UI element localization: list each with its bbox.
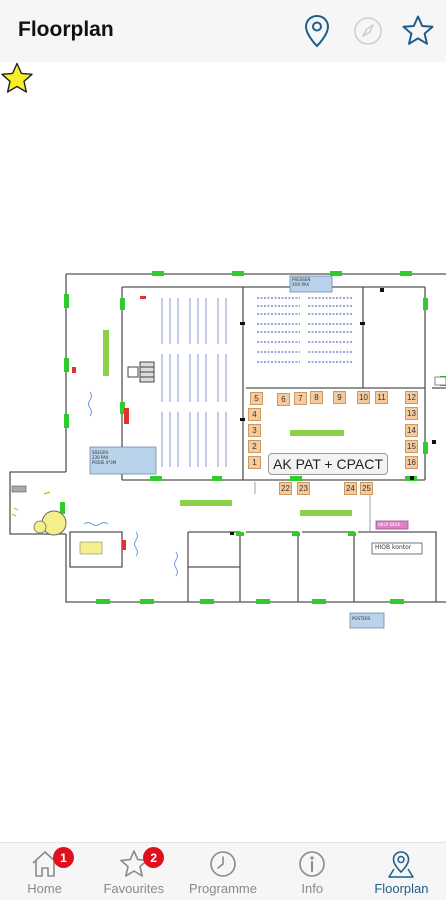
map-pin-icon	[388, 851, 415, 878]
app-header: Floorplan	[0, 0, 446, 62]
booth[interactable]: 6	[277, 393, 290, 406]
hiob-office-label: HIOB kontor	[375, 544, 412, 551]
booth[interactable]: 22	[279, 482, 292, 495]
booth[interactable]: 11	[375, 391, 388, 404]
clock-icon	[210, 851, 236, 877]
star-outline-icon	[402, 15, 434, 45]
booth[interactable]: 3	[248, 424, 261, 437]
posters-label: POSTERS	[352, 616, 371, 621]
booth[interactable]: 12	[405, 391, 418, 404]
favourite-location-star-icon[interactable]	[0, 62, 34, 96]
booth[interactable]: 5	[250, 392, 263, 405]
booth[interactable]: 25	[360, 482, 373, 495]
tab-info[interactable]: Info	[268, 843, 357, 900]
page-title: Floorplan	[18, 18, 114, 41]
tab-label: Favourites	[103, 881, 165, 896]
booth[interactable]: 7	[294, 392, 307, 405]
favourite-star-button[interactable]	[401, 13, 435, 49]
booth[interactable]: 8	[310, 391, 323, 404]
booth[interactable]: 10	[357, 391, 370, 404]
location-callout[interactable]: AK PAT + CPACT	[268, 453, 388, 475]
tab-home[interactable]: 1 Home	[0, 843, 89, 900]
tab-floorplan[interactable]: Floorplan	[357, 843, 446, 900]
compass-icon	[354, 17, 382, 45]
location-pin-button[interactable]	[300, 13, 334, 49]
tab-programme[interactable]: Programme	[178, 843, 267, 900]
bottom-tab-bar: 1 Home 2 Favourites Programme Info Floor…	[0, 842, 446, 900]
booth[interactable]: 16	[405, 456, 418, 469]
press-room-label: PRESSEN XXX PAX	[292, 277, 311, 287]
help-desk-label: HELP DESK	[378, 522, 401, 527]
booth[interactable]: 13	[405, 407, 418, 420]
home-badge: 1	[53, 847, 74, 868]
booth[interactable]: 2	[248, 440, 261, 453]
tab-label: Floorplan	[374, 881, 429, 896]
booth[interactable]: 15	[405, 440, 418, 453]
booth[interactable]: 23	[297, 482, 310, 495]
booth[interactable]: 4	[248, 408, 261, 421]
booth[interactable]: 1	[248, 456, 261, 469]
stage-room-label: SREGRA 230 PAX PODIE 4*3M	[92, 450, 117, 465]
compass-button[interactable]	[351, 13, 385, 49]
favourites-badge: 2	[143, 847, 165, 868]
booth[interactable]: 14	[405, 424, 418, 437]
info-icon	[299, 851, 326, 877]
tab-label: Programme	[189, 881, 257, 896]
floorplan-map[interactable]: 5 6 7 8 9 10 11 12 4 13 3 14 2 15 1 16 2…	[0, 62, 446, 842]
home-icon	[32, 851, 58, 877]
booth[interactable]: 9	[333, 391, 346, 404]
floorplan-drawing	[9, 271, 446, 629]
tab-label: Info	[301, 881, 324, 896]
tab-label: Home	[27, 881, 62, 896]
location-pin-icon	[304, 14, 330, 48]
tab-favourites[interactable]: 2 Favourites	[89, 843, 178, 900]
booth[interactable]: 24	[344, 482, 357, 495]
